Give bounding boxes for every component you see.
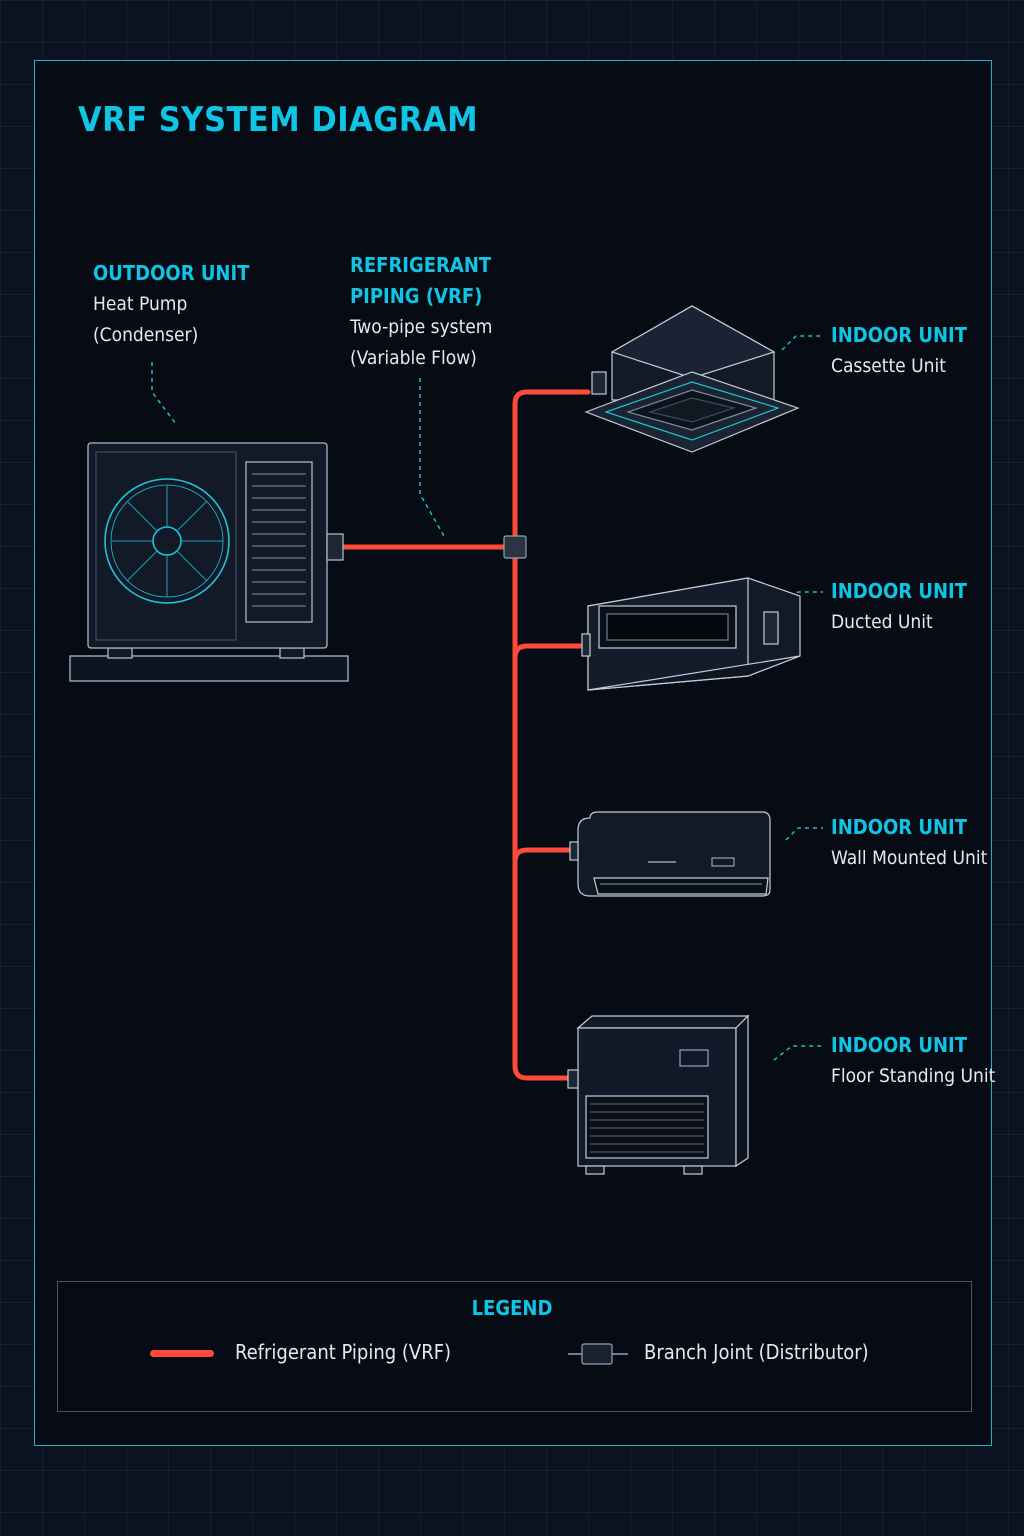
piping-heading-line1: REFRIGERANT — [350, 253, 492, 277]
indoor-unit-heading: INDOOR UNIT — [831, 815, 968, 839]
outdoor-unit-line1: Heat Pump — [93, 293, 188, 315]
cassette-leader-line — [781, 335, 823, 351]
cassette-unit-label: INDOOR UNIT Cassette Unit — [831, 320, 967, 382]
legend-item-piping: Refrigerant Piping (VRF) — [235, 1340, 452, 1364]
branch-pipe-floor — [512, 1063, 573, 1081]
piping-label: REFRIGERANT PIPING (VRF) Two-pipe system… — [350, 250, 492, 374]
branch-pipe-ducted — [512, 643, 585, 661]
floor-standing-unit-icon — [567, 1014, 750, 1175]
indoor-unit-name: Floor Standing Unit — [831, 1065, 996, 1087]
legend-box — [57, 1281, 972, 1412]
indoor-unit-heading: INDOOR UNIT — [831, 579, 968, 603]
outdoor-leader-line — [151, 362, 177, 425]
floor-leader-line — [773, 1045, 823, 1061]
wall-leader-line — [785, 827, 823, 841]
wall-mounted-unit-icon — [569, 811, 771, 897]
legend-item-branch-joint: Branch Joint (Distributor) — [644, 1340, 869, 1364]
riser-pipe — [512, 389, 591, 1069]
ducted-unit-icon — [581, 577, 801, 691]
indoor-unit-heading: INDOOR UNIT — [831, 1033, 968, 1057]
piping-line2: (Variable Flow) — [350, 347, 477, 369]
piping-line1: Two-pipe system — [350, 316, 493, 338]
indoor-unit-name: Wall Mounted Unit — [831, 847, 988, 869]
piping-leader-line — [419, 378, 445, 537]
outdoor-unit-label: OUTDOOR UNIT Heat Pump (Condenser) — [93, 258, 249, 351]
legend-title: LEGEND — [471, 1296, 553, 1320]
indoor-unit-name: Cassette Unit — [831, 355, 946, 377]
wall-mounted-unit-label: INDOOR UNIT Wall Mounted Unit — [831, 812, 987, 874]
branch-pipe-wall — [512, 847, 575, 865]
outdoor-unit-heading: OUTDOOR UNIT — [93, 261, 250, 285]
outdoor-unit-line2: (Condenser) — [93, 324, 199, 346]
cassette-unit-icon — [584, 305, 800, 453]
floor-standing-unit-label: INDOOR UNIT Floor Standing Unit — [831, 1030, 995, 1092]
page-title: VRF SYSTEM DIAGRAM — [78, 100, 479, 140]
ducted-unit-label: INDOOR UNIT Ducted Unit — [831, 576, 967, 638]
branch-joint-icon — [568, 1343, 628, 1365]
outdoor-unit-icon — [69, 442, 349, 682]
branch-joint-icon — [503, 535, 527, 559]
ducted-leader-line — [783, 591, 823, 603]
piping-heading-line2: PIPING (VRF) — [350, 284, 483, 308]
indoor-unit-heading: INDOOR UNIT — [831, 323, 968, 347]
indoor-unit-name: Ducted Unit — [831, 611, 933, 633]
pipe-line-icon — [150, 1350, 214, 1357]
